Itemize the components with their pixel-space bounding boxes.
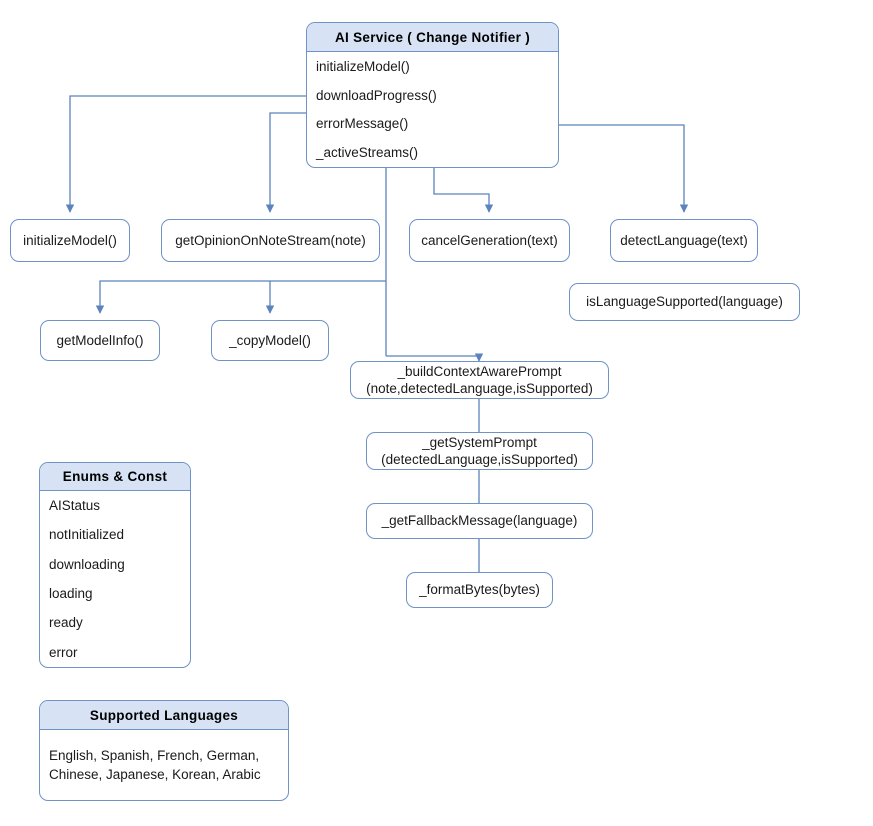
edge-to-initialize-model — [65, 95, 306, 213]
node-get-opinion-on-note-stream[interactable]: getOpinionOnNoteStream(note) — [161, 219, 380, 262]
class-member: initializeModel() — [316, 58, 410, 74]
enum-item: loading — [49, 586, 93, 602]
node-cancel-generation[interactable]: cancelGeneration(text) — [409, 219, 570, 262]
class-box-members: initializeModel() downloadProgress() err… — [307, 52, 558, 167]
enums-box-title: Enums & Const — [40, 463, 190, 491]
enum-item: downloading — [49, 556, 125, 572]
enum-item: AIStatus — [49, 498, 101, 514]
node-get-fallback-message[interactable]: _getFallbackMessage(language) — [366, 503, 593, 539]
node-build-context-aware-prompt[interactable]: _buildContextAwarePrompt (note,detectedL… — [350, 361, 609, 399]
edge-to-get-opinion-on-note-stream — [265, 112, 306, 213]
class-member: downloadProgress() — [316, 87, 437, 103]
class-box-enums-const[interactable]: Enums & Const AIStatus notInitialized do… — [39, 462, 191, 668]
class-box-supported-languages[interactable]: Supported Languages English, Spanish, Fr… — [39, 700, 289, 801]
languages-list: English, Spanish, French, German, Chines… — [49, 748, 261, 782]
languages-box-title: Supported Languages — [40, 701, 288, 730]
class-member: errorMessage() — [316, 116, 409, 132]
class-member: _activeStreams() — [316, 145, 419, 161]
enums-box-items: AIStatus notInitialized downloading load… — [40, 491, 190, 667]
node-format-bytes[interactable]: _formatBytes(bytes) — [406, 572, 553, 608]
languages-box-body: English, Spanish, French, German, Chines… — [40, 730, 288, 800]
enum-item: error — [49, 644, 78, 660]
class-box-title: AI Service ( Change Notifier ) — [307, 23, 558, 52]
node-get-model-info[interactable]: getModelInfo() — [40, 320, 160, 361]
class-box-ai-service[interactable]: AI Service ( Change Notifier ) initializ… — [306, 22, 559, 168]
edge-to-detect-language — [559, 124, 689, 213]
node-copy-model[interactable]: _copyModel() — [211, 320, 329, 361]
node-detect-language[interactable]: detectLanguage(text) — [610, 219, 758, 262]
node-get-system-prompt[interactable]: _getSystemPrompt (detectedLanguage,isSup… — [366, 432, 593, 470]
edge-to-cancel-generation — [433, 168, 494, 213]
node-initialize-model[interactable]: initializeModel() — [10, 219, 130, 262]
node-is-language-supported[interactable]: isLanguageSupported(language) — [569, 283, 800, 321]
edge-to-get-model-info — [95, 280, 386, 314]
enum-item: notInitialized — [49, 527, 125, 543]
enum-item: ready — [49, 615, 83, 631]
